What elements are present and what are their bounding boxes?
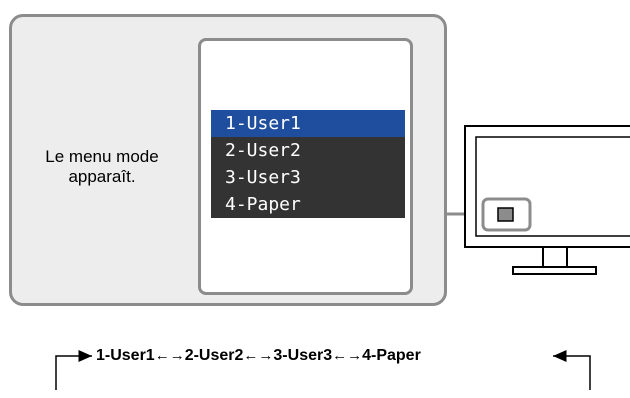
- cycle-separator-2: ←→: [243, 347, 274, 364]
- caption: Le menu mode apparaît.: [22, 147, 182, 187]
- menu-item-user1[interactable]: 1-User1: [211, 110, 405, 137]
- cycle-sequence: 1-User1←→2-User2←→3-User3←→4-Paper: [96, 344, 421, 368]
- cycle-loop-right: [553, 350, 591, 390]
- cycle-item-user1: 1-User1: [96, 347, 155, 364]
- cycle-item-user2: 2-User2: [184, 347, 244, 364]
- cycle-loop-left: [55, 350, 92, 390]
- cycle-separator-3: ←→: [332, 347, 363, 364]
- cycle-separator-1: ←→: [154, 347, 185, 364]
- caption-line-1: Le menu mode: [45, 147, 159, 166]
- menu-item-user3[interactable]: 3-User3: [225, 167, 301, 188]
- menu-item-paper[interactable]: 4-Paper: [225, 194, 301, 215]
- cycle-item-user3: 3-User3: [273, 347, 333, 364]
- menu-item-user2[interactable]: 2-User2: [225, 140, 301, 161]
- mode-button-icon: [497, 207, 514, 222]
- caption-line-2: apparaît.: [68, 167, 136, 186]
- mode-menu: 1-User1 2-User2 3-User3 4-Paper: [211, 110, 405, 218]
- cycle-item-paper: 4-Paper: [362, 347, 421, 364]
- monitor-base: [512, 266, 597, 275]
